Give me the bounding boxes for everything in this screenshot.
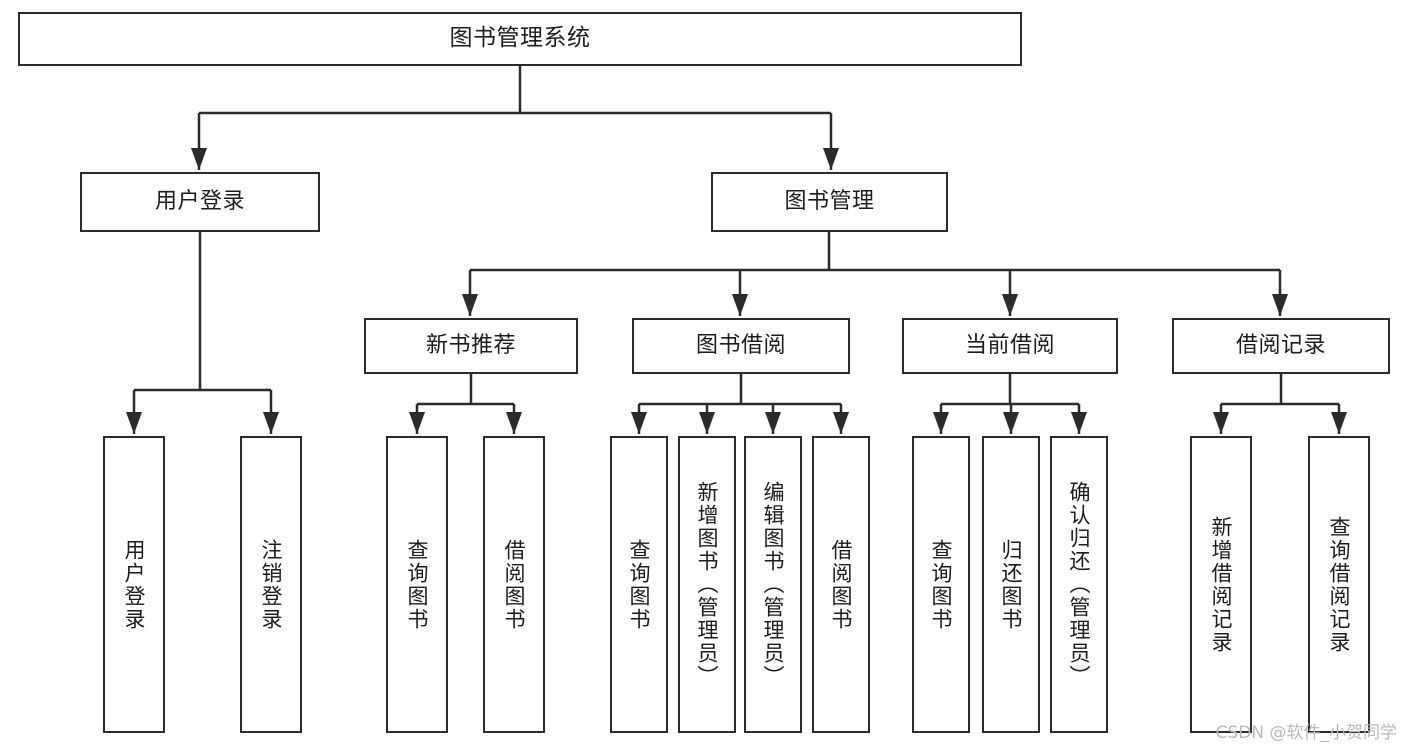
node-label-editbook: 编辑图书（管理员） xyxy=(761,481,786,688)
node-label-userlogin: 用户登录 xyxy=(122,538,147,631)
node-label-bookmgmt: 图书管理 xyxy=(784,189,875,215)
node-label-bbook2: 借阅图书 xyxy=(829,538,854,631)
node-newbook: 新书推荐 xyxy=(364,318,578,374)
node-qrecord: 查询借阅记录 xyxy=(1308,436,1370,733)
arrowhead-current-to-leaves-0 xyxy=(933,412,949,434)
node-bbook2: 借阅图书 xyxy=(812,436,870,733)
arrowhead-borrow-to-leaves-2 xyxy=(765,412,781,434)
node-label-login: 用户登录 xyxy=(154,189,245,215)
arrowhead-newbook-to-leaves-0 xyxy=(409,412,425,434)
node-confirmret: 确认归还（管理员） xyxy=(1050,436,1108,733)
node-addbook: 新增图书（管理员） xyxy=(678,436,736,733)
node-label-current: 当前借阅 xyxy=(964,333,1055,359)
arrowhead-current-to-leaves-1 xyxy=(1003,412,1019,434)
arrowhead-borrow-to-leaves-3 xyxy=(833,412,849,434)
arrowhead-records-to-leaves-0 xyxy=(1213,412,1229,434)
arrowhead-current-to-leaves-2 xyxy=(1071,412,1087,434)
node-label-bbook1: 借阅图书 xyxy=(502,538,527,631)
arrowhead-bookmgmt-to-level3-2 xyxy=(1002,294,1018,316)
arrowhead-newbook-to-leaves-1 xyxy=(506,412,522,434)
node-label-borrow: 图书借阅 xyxy=(695,333,786,359)
node-userlogin: 用户登录 xyxy=(103,436,165,733)
arrowhead-root-to-level2-1 xyxy=(823,148,839,170)
arrowhead-records-to-leaves-1 xyxy=(1331,412,1347,434)
node-label-records: 借阅记录 xyxy=(1235,333,1326,359)
node-label-qbook3: 查询图书 xyxy=(929,538,954,631)
node-qbook2: 查询图书 xyxy=(610,436,668,733)
arrowhead-root-to-level2-0 xyxy=(191,148,207,170)
node-returnbook: 归还图书 xyxy=(982,436,1040,733)
node-label-root: 图书管理系统 xyxy=(449,25,591,52)
node-label-confirmret: 确认归还（管理员） xyxy=(1067,481,1092,688)
node-label-qbook2: 查询图书 xyxy=(627,538,652,631)
node-borrow: 图书借阅 xyxy=(632,318,850,374)
node-editbook: 编辑图书（管理员） xyxy=(744,436,802,733)
node-label-qbook1: 查询图书 xyxy=(405,538,430,631)
node-addrecord: 新增借阅记录 xyxy=(1190,436,1252,733)
node-label-addrecord: 新增借阅记录 xyxy=(1209,515,1234,654)
node-bbook1: 借阅图书 xyxy=(483,436,545,733)
node-logout: 注销登录 xyxy=(240,436,302,733)
node-bookmgmt: 图书管理 xyxy=(711,172,948,232)
node-label-logout: 注销登录 xyxy=(259,538,284,631)
node-current: 当前借阅 xyxy=(902,318,1118,374)
node-label-qrecord: 查询借阅记录 xyxy=(1327,515,1352,654)
arrowhead-bookmgmt-to-level3-3 xyxy=(1272,294,1288,316)
node-root: 图书管理系统 xyxy=(18,12,1022,66)
node-label-newbook: 新书推荐 xyxy=(425,333,516,359)
arrowhead-borrow-to-leaves-0 xyxy=(631,412,647,434)
node-qbook3: 查询图书 xyxy=(912,436,970,733)
node-qbook1: 查询图书 xyxy=(386,436,448,733)
node-label-returnbook: 归还图书 xyxy=(999,538,1024,631)
arrowhead-bookmgmt-to-level3-0 xyxy=(462,294,478,316)
arrowhead-login-to-leaves-1 xyxy=(263,412,279,434)
arrowhead-login-to-leaves-0 xyxy=(126,412,142,434)
node-label-addbook: 新增图书（管理员） xyxy=(695,481,720,688)
node-login: 用户登录 xyxy=(80,172,320,232)
arrowhead-bookmgmt-to-level3-1 xyxy=(732,294,748,316)
arrowhead-borrow-to-leaves-1 xyxy=(699,412,715,434)
node-records: 借阅记录 xyxy=(1172,318,1390,374)
